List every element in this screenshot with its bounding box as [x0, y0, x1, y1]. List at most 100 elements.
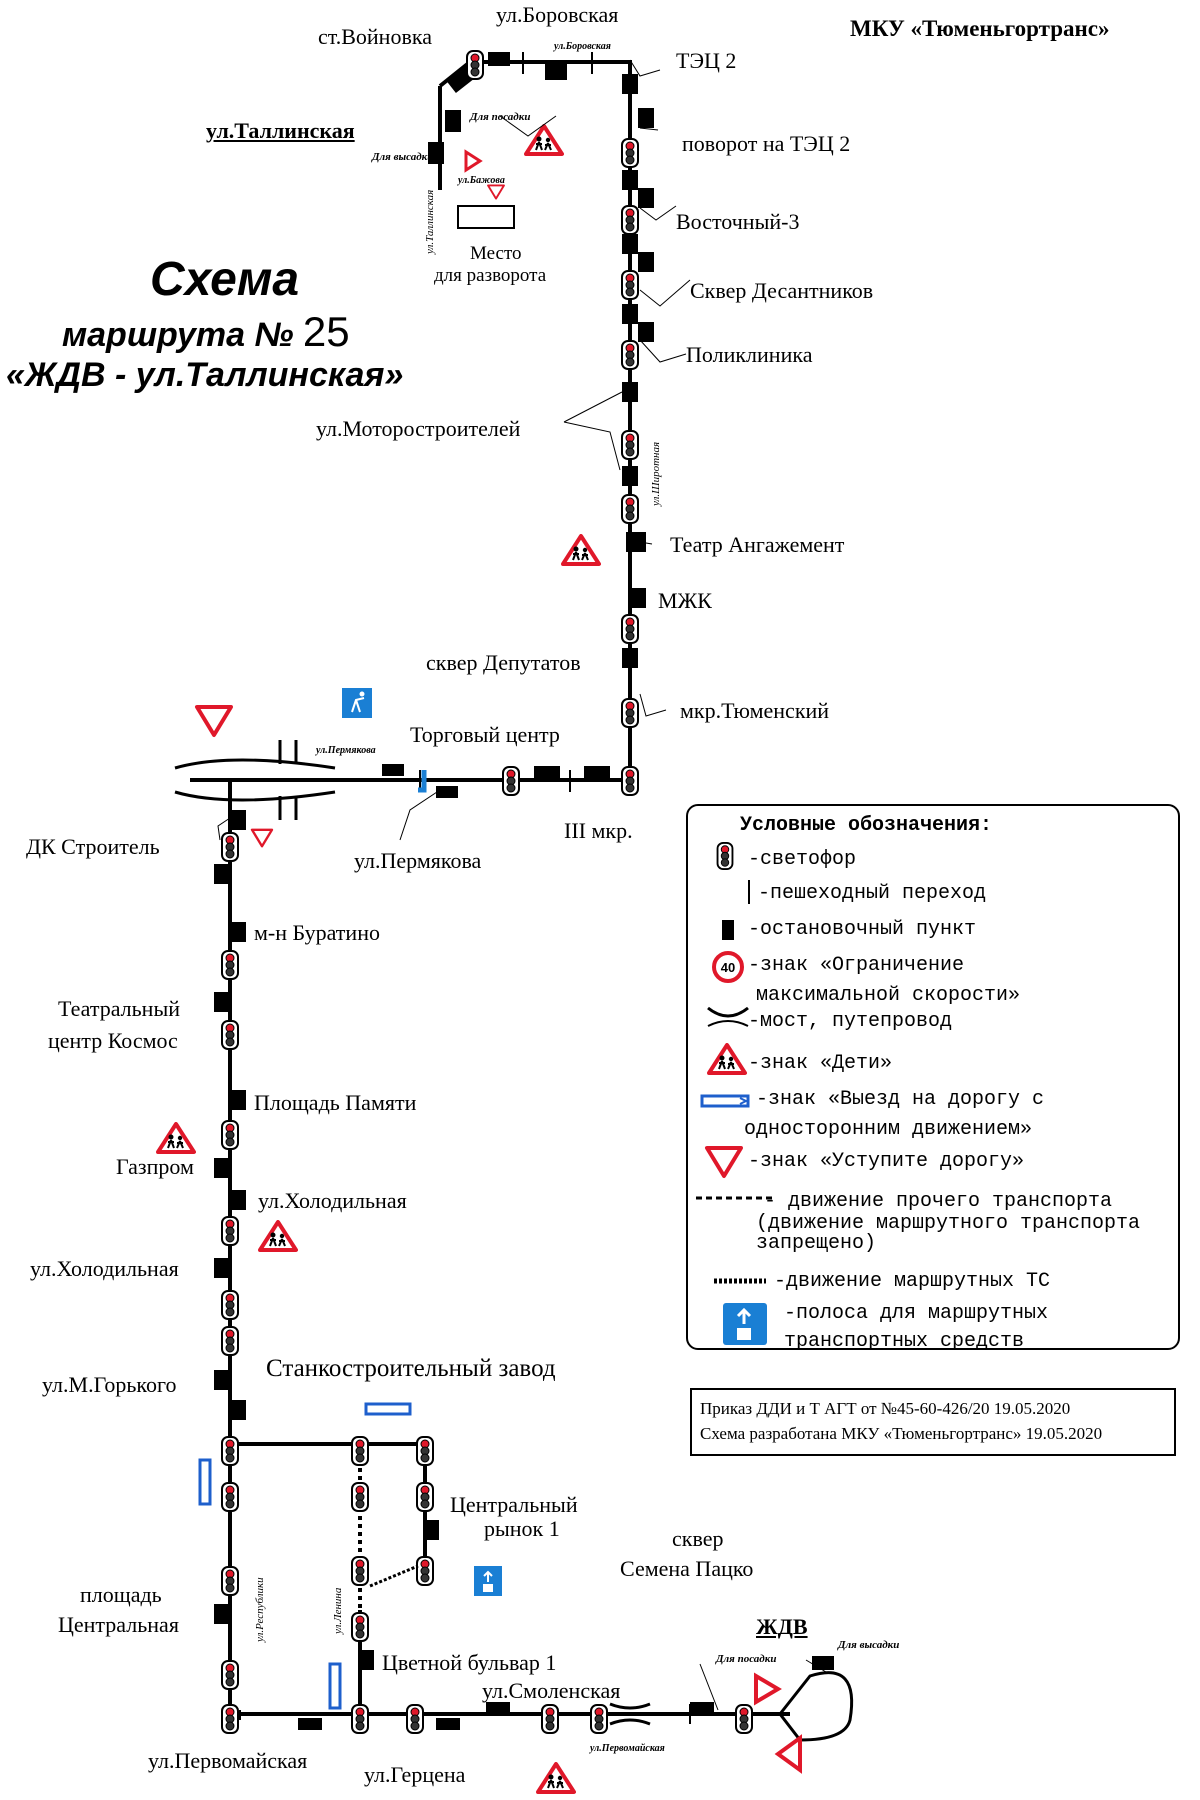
stop-label: Газпром: [116, 1154, 194, 1179]
stop-label: МЖК: [658, 588, 712, 613]
street-label: ул.Боровская: [554, 41, 611, 52]
scheme-title: Схема: [150, 253, 300, 306]
stop-marker: [298, 1718, 322, 1730]
stop-label: Цветной бульвар 1: [382, 1650, 557, 1675]
stop-marker: [545, 60, 567, 80]
stop-marker: [214, 992, 230, 1012]
legend-item: -знак «Уступите дорогу»: [748, 1150, 1025, 1173]
stop-marker: [425, 1520, 439, 1540]
one-way-signs: [198, 1402, 412, 1710]
stop-label: ул.Пермякова: [354, 848, 482, 873]
route-title: маршрута № 25: [62, 308, 350, 356]
legend-item: - движение прочего транспорта: [764, 1190, 1113, 1213]
stop-label: ул.Первомайская: [148, 1748, 308, 1773]
stop-label: ул.Боровская: [496, 2, 619, 27]
stop-label: Станкостроительный завод: [266, 1355, 556, 1382]
stop-marker: [622, 234, 638, 254]
stop-label: центр Космос: [48, 1028, 178, 1053]
legend-item: транспортных средств: [784, 1330, 1025, 1353]
stop-marker: [230, 1190, 246, 1210]
stop-label: ул.М.Горького: [42, 1372, 177, 1397]
crosswalks: [239, 52, 691, 1724]
speed-limit-icon: 40: [712, 951, 744, 983]
street-label: ул.Бажова: [458, 175, 505, 186]
stop-marker: [214, 1370, 230, 1390]
stop-label: ДК Строитель: [26, 834, 160, 859]
order-line: Приказ ДДИ и Т АГТ от №45-60-426/20 19.0…: [700, 1399, 1071, 1418]
legend-item: -движение маршрутных ТС: [774, 1270, 1051, 1293]
street-label: ул.Ленина: [332, 1587, 344, 1634]
legend-item: -мост, путепровод: [748, 1010, 953, 1033]
legend-item: -остановочный пункт: [748, 918, 977, 941]
bridge-icon: [707, 1006, 749, 1027]
stop-marker: [214, 1604, 230, 1624]
stop-marker: [622, 466, 638, 486]
stop-marker: [622, 648, 638, 668]
stop-label: площадь: [80, 1582, 162, 1607]
stop-label: сквер: [672, 1526, 724, 1551]
stop-label: м-н Буратино: [254, 920, 380, 945]
legend-item: -знак «Дети»: [748, 1052, 893, 1075]
stop-label: ул.Холодильная: [258, 1188, 407, 1213]
stop-marker: [428, 142, 444, 164]
stop-marker: [812, 1656, 834, 1670]
street-label: ул.Первомайская: [590, 1743, 665, 1754]
legend-item: максимальной скорости»: [756, 984, 1021, 1007]
stop-marker: [360, 1650, 374, 1670]
legend-item: односторонним движением»: [744, 1118, 1033, 1141]
stop-markers: [214, 52, 834, 1730]
stop-label: ул.Смоленская: [482, 1678, 621, 1703]
stop-marker: [230, 922, 246, 942]
organization-name: МКУ «Тюменьгортранс»: [850, 16, 1110, 41]
stop-marker: [445, 110, 461, 132]
stop-label: ул.Моторостроителей: [316, 416, 521, 441]
route-vehicles-line-icon: [714, 1278, 766, 1284]
street-label: ул.Республики: [254, 1577, 266, 1642]
traffic-lights: [221, 50, 753, 1734]
stop-label: поворот на ТЭЦ 2: [682, 131, 851, 156]
stop-marker: [622, 74, 638, 94]
stop-label: Центральная: [58, 1612, 179, 1637]
legend: Условные обозначения: -светофор -пешеход…: [686, 804, 1180, 1353]
stop-label: ст.Войновка: [318, 24, 432, 49]
stop-marker: [214, 864, 230, 884]
stop-marker: [382, 764, 404, 776]
stop-marker: [488, 52, 510, 66]
street-label: ул.Пермякова: [316, 745, 376, 756]
stop-label: Торговый центр: [410, 722, 560, 747]
zhdv-loop: [778, 1671, 854, 1742]
legend-item: -знак «Выезд на дорогу с: [756, 1088, 1045, 1111]
stop-marker: [486, 1702, 510, 1714]
stop-label: ул.Герцена: [364, 1762, 466, 1787]
stop-marker: [230, 810, 246, 830]
children-sign-icon: [707, 1043, 747, 1075]
stop-marker: [230, 1090, 246, 1110]
yield-signs: [195, 149, 802, 1774]
stop-marker: [632, 588, 646, 608]
stop-icon: [722, 920, 734, 940]
stop-marker: [534, 766, 560, 778]
stop-label: ЖДВ: [756, 1614, 808, 1639]
bridges: [174, 740, 651, 1726]
stop-marker: [436, 1718, 460, 1730]
boarding-label: Для посадки: [716, 1653, 777, 1665]
route-vehicles-arrow: [369, 1564, 419, 1588]
stop-marker: [214, 1158, 230, 1178]
stop-label: ТЭЦ 2: [676, 48, 737, 73]
stop-label: рынок 1: [484, 1516, 560, 1541]
stop-label: Центральный: [450, 1492, 578, 1517]
legend-item: (движение маршрутного транспорта: [756, 1212, 1141, 1235]
bus-lane-sign-icon: [723, 1303, 767, 1345]
stop-marker: [622, 170, 638, 190]
alighting-label: Для высадки: [838, 1639, 900, 1651]
callout-lines: [217, 59, 827, 1711]
stop-label: Поликлиника: [686, 342, 813, 367]
stop-label: мкр.Тюменский: [680, 698, 830, 723]
turnaround-label: для разворота: [434, 265, 547, 286]
yield-sign-icon: [705, 1146, 743, 1178]
stop-marker: [638, 252, 654, 272]
stop-label: Театральный: [58, 996, 181, 1021]
crosswalk-icon: [748, 880, 750, 904]
stop-label: Сквер Десантников: [690, 278, 874, 303]
